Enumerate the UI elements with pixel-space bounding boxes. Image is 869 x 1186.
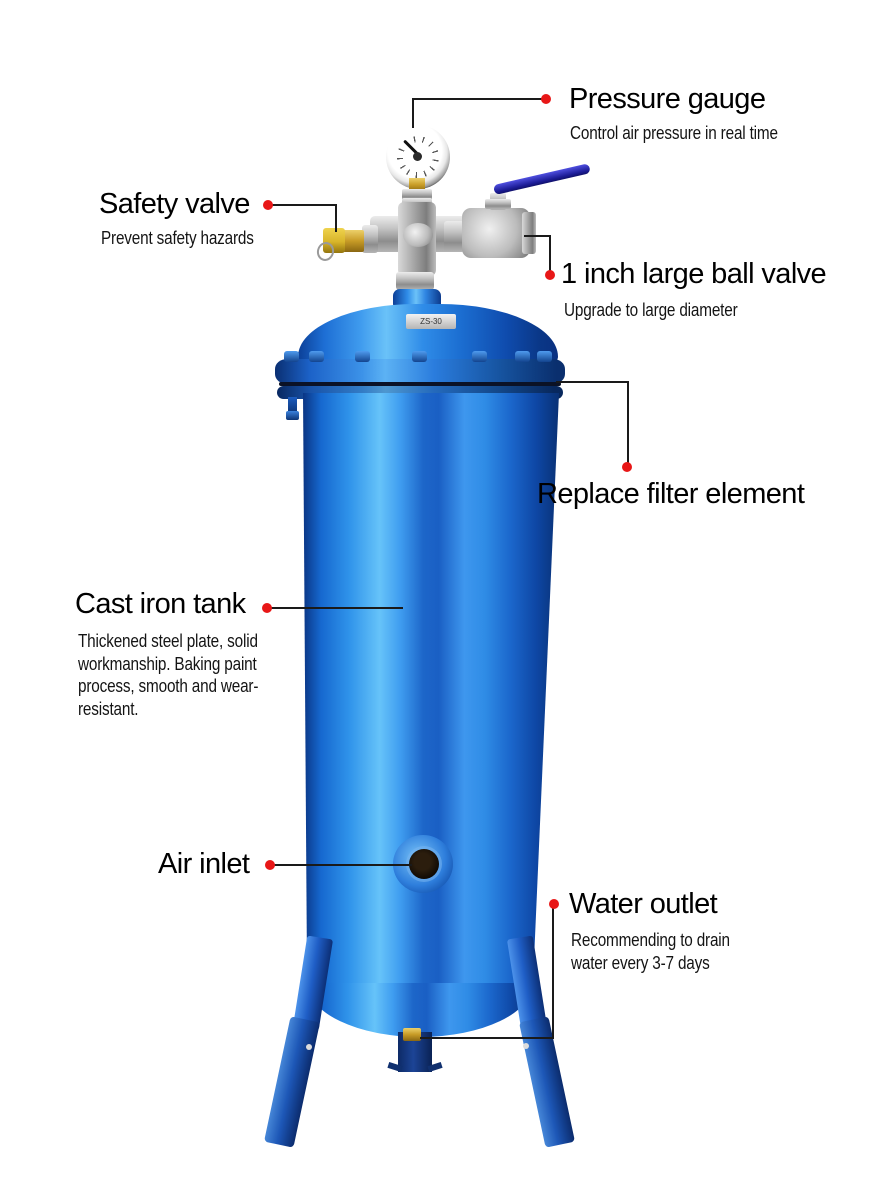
filter-leader-h <box>556 381 629 383</box>
water-outlet-leader-h <box>420 1037 554 1039</box>
water-outlet-subtitle: Recommending to drain water every 3-7 da… <box>571 930 730 973</box>
ball-valve-title: 1 inch large ball valve <box>561 258 827 290</box>
air-inlet-title: Air inlet <box>158 848 250 880</box>
bottom-plug-hex <box>396 272 434 290</box>
pressure-gauge-leader-h <box>412 98 546 100</box>
flange-bolt <box>355 351 370 362</box>
gauge-stem-nut <box>402 189 432 200</box>
safety-valve-leader-v <box>335 204 337 232</box>
water-outlet-dot <box>549 899 559 909</box>
air-inlet-port <box>409 849 439 879</box>
safety-valve-union-nut <box>362 225 378 253</box>
flange-bolt <box>309 351 324 362</box>
pressure-gauge-title: Pressure gauge <box>569 83 766 115</box>
right-leg-screw <box>523 1043 529 1049</box>
flange-gasket <box>279 382 561 386</box>
flange-bolt <box>472 351 487 362</box>
ball-valve-leader-v <box>549 235 551 273</box>
gauge-hub <box>413 152 422 161</box>
tank-dot <box>262 603 272 613</box>
right-leg-upper <box>506 935 548 1031</box>
right-leg-lower <box>519 1016 575 1148</box>
ball-valve-handle <box>493 163 591 195</box>
ball-valve-subtitle: Upgrade to large diameter <box>564 300 738 320</box>
safety-valve-dot <box>263 200 273 210</box>
gauge-stem <box>409 178 425 192</box>
filter-leader-v <box>627 381 629 463</box>
safety-valve-title: Safety valve <box>99 188 250 220</box>
cast-iron-tank-title: Cast iron tank <box>75 588 246 620</box>
air-inlet-leader-h <box>274 864 412 866</box>
tank-flange-upper <box>275 359 565 384</box>
flange-bolt <box>537 351 552 362</box>
tank-body <box>303 393 559 985</box>
cast-iron-tank-subtitle: Thickened steel plate, solid workmanship… <box>78 631 259 720</box>
flange-stud <box>288 397 297 415</box>
drain-valve-fitting <box>403 1028 421 1041</box>
filter-dot <box>622 462 632 472</box>
flange-stud-nut <box>286 411 299 420</box>
pressure-gauge <box>386 125 450 189</box>
safety-valve-body <box>323 228 345 253</box>
ball-valve-dot <box>545 270 555 280</box>
safety-valve-nut <box>343 230 364 252</box>
tank-leader-h <box>271 607 403 609</box>
water-outlet-title: Water outlet <box>569 888 718 920</box>
cross-fitting-center-boss <box>403 223 433 247</box>
ball-valve-end-cap <box>522 212 536 254</box>
pressure-gauge-leader-v <box>412 98 414 128</box>
filter-element-title: Replace filter element <box>537 478 805 510</box>
pressure-gauge-dot <box>541 94 551 104</box>
ball-valve-body <box>462 208 530 258</box>
safety-valve-subtitle: Prevent safety hazards <box>101 228 254 248</box>
pressure-gauge-subtitle: Control air pressure in real time <box>570 123 778 143</box>
water-outlet-leader-v <box>552 907 554 1039</box>
ball-valve-leader-h <box>524 235 551 237</box>
flange-bolt <box>412 351 427 362</box>
ball-valve-stem-nut <box>485 199 511 209</box>
tank-neck-cap <box>393 289 441 307</box>
safety-valve-leader-h <box>271 204 337 206</box>
ball-valve-union-nut <box>444 221 464 252</box>
nameplate: ZS-30 <box>406 314 456 329</box>
flange-bolt <box>284 351 299 362</box>
left-leg-screw <box>306 1044 312 1050</box>
air-inlet-dot <box>265 860 275 870</box>
flange-bolt <box>515 351 530 362</box>
left-leg-lower <box>264 1016 320 1148</box>
